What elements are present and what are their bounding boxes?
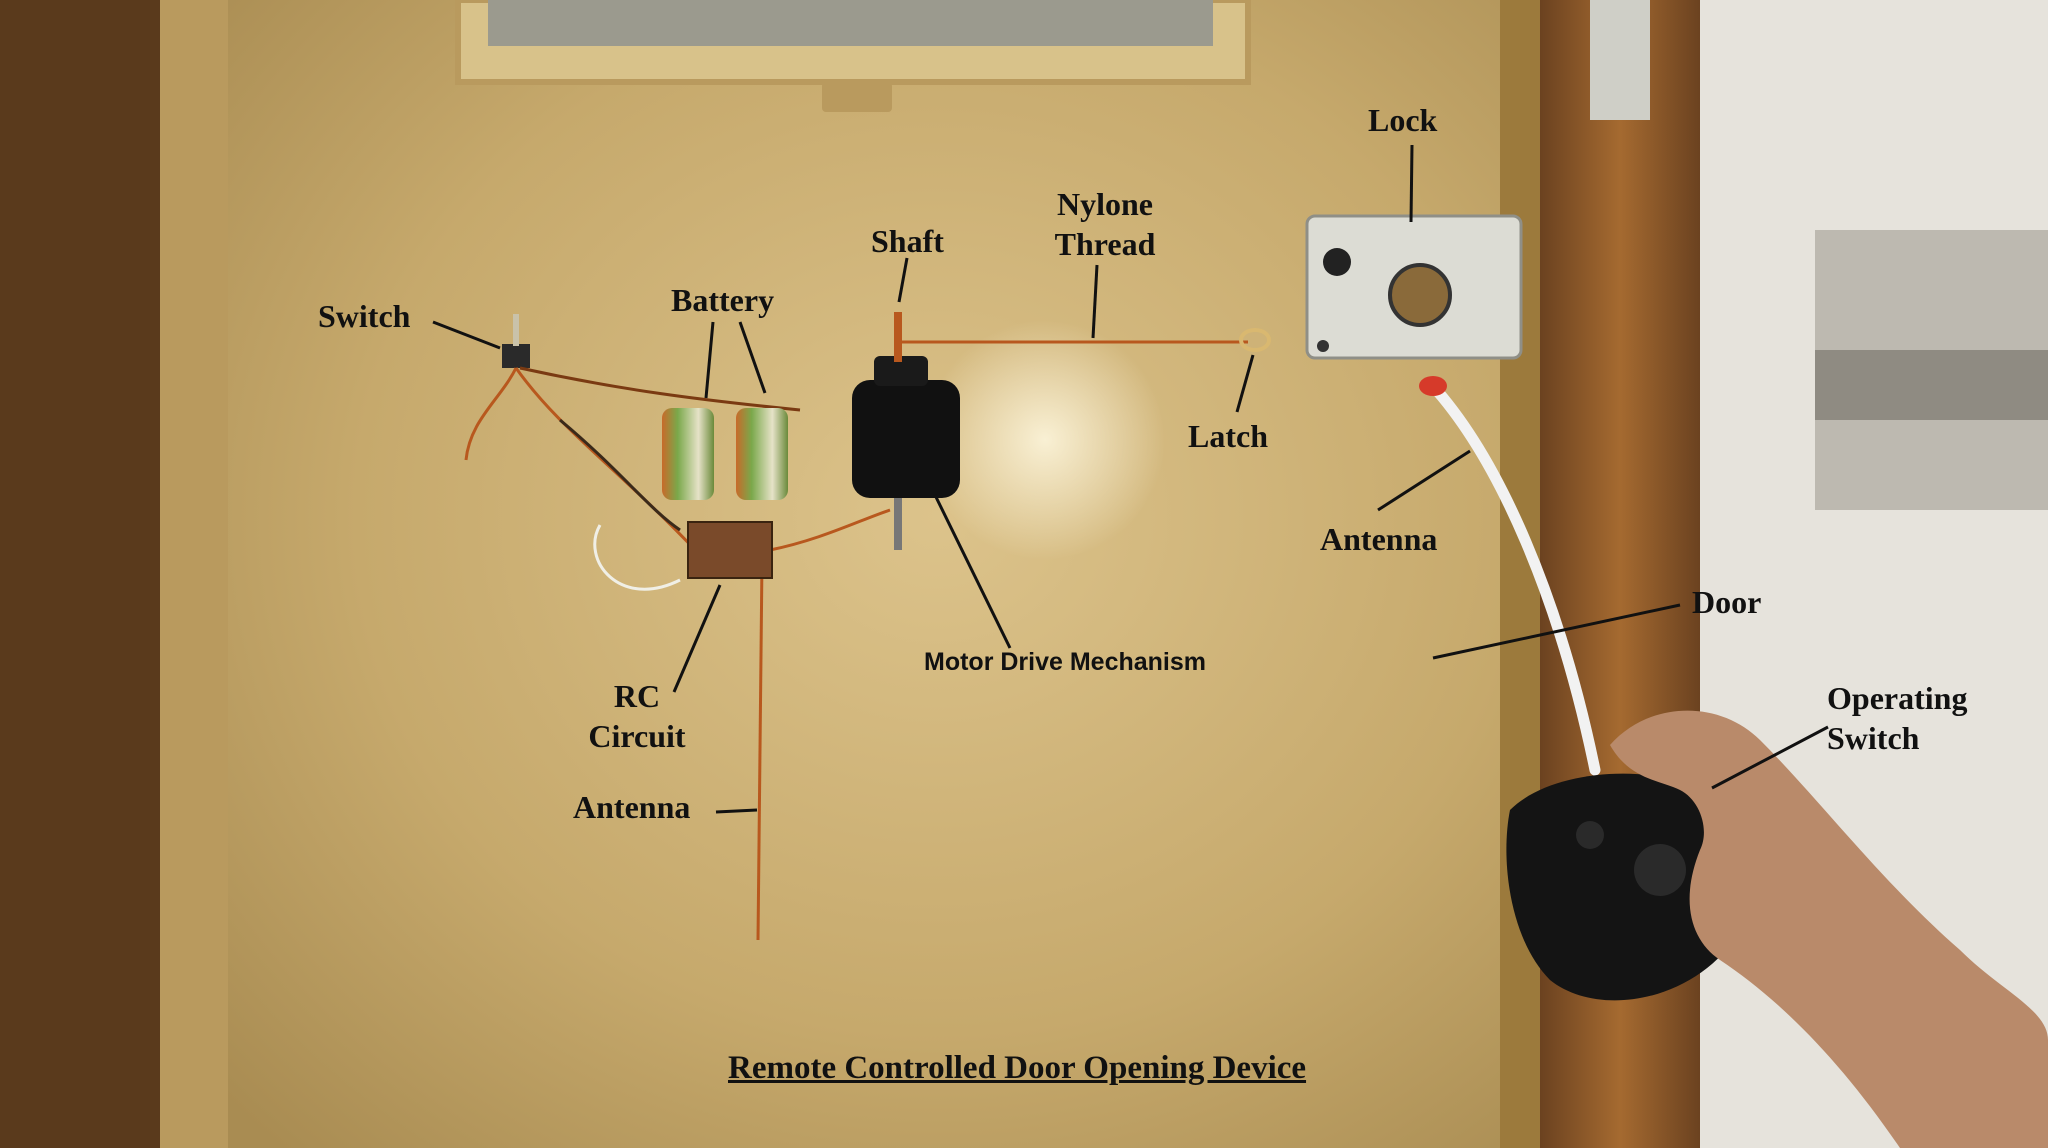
label-switch: Switch: [318, 298, 411, 334]
motor-body: [852, 380, 960, 498]
label-motor-drive-mechanism: Motor Drive Mechanism: [924, 648, 1207, 676]
label-latch: Latch: [1188, 418, 1268, 454]
label-rc-circuit: RC Circuit: [572, 676, 702, 756]
battery-1: [662, 408, 714, 500]
label-operating-switch-line1: Operating: [1827, 680, 1968, 716]
rc-circuit-board: [687, 521, 773, 579]
toggle-switch: [502, 344, 530, 368]
wall-shelf-shadow: [1815, 350, 2048, 420]
remote-antenna: [1426, 379, 1601, 776]
remote-controller: [1506, 773, 1745, 1001]
label-battery: Battery: [671, 282, 775, 318]
label-operating-switch: Operating Switch: [1827, 678, 1997, 758]
label-rc-circuit-line1: RC: [613, 678, 661, 714]
wires: [464, 340, 1248, 941]
label-shaft: Shaft: [871, 223, 944, 259]
door-panel: [228, 0, 1518, 1148]
label-nylone-thread-line1: Nylone: [1057, 186, 1153, 222]
door-frame-left: [160, 0, 230, 1148]
label-rc-circuit-line2: Circuit: [588, 718, 686, 754]
door-glare: [925, 320, 1165, 560]
latch-ring: [1239, 328, 1271, 352]
figure-title: Remote Controlled Door Opening Device: [728, 1050, 1307, 1086]
hinge-plate: [1590, 0, 1650, 120]
window-latch: [822, 82, 892, 112]
label-nylone-thread: Nylone Thread: [1042, 184, 1168, 264]
lock-button: [1323, 248, 1351, 276]
label-nylone-thread-line2: Thread: [1054, 226, 1156, 262]
battery-2: [736, 408, 788, 500]
label-door: Door: [1692, 584, 1762, 620]
label-lock: Lock: [1368, 102, 1438, 138]
label-antenna-circuit: Antenna: [573, 789, 691, 825]
lock-knob: [1388, 263, 1452, 327]
label-antenna-remote: Antenna: [1320, 521, 1438, 557]
window-glass: [488, 0, 1213, 46]
motor-shaft: [894, 312, 902, 362]
left-wall: [0, 0, 180, 1148]
hand: [1610, 710, 2048, 1148]
leader-lines: [432, 144, 1829, 814]
label-operating-switch-line2: Switch: [1827, 720, 1920, 756]
